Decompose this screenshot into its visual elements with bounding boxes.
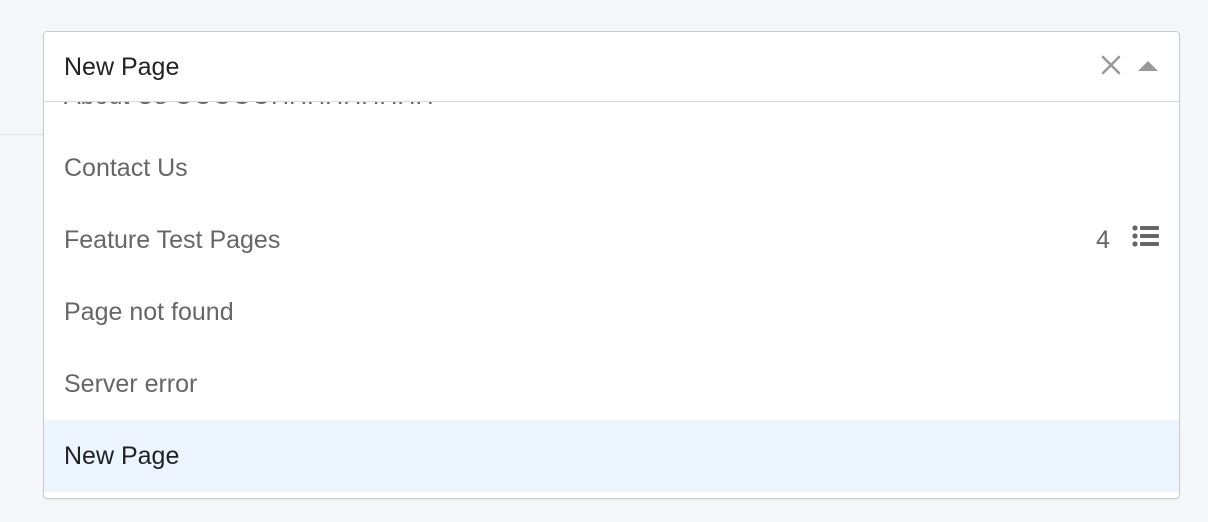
caret-up-icon[interactable]: [1136, 58, 1160, 74]
option-about-us[interactable]: About Us OOOOOHHHHHHHHH: [44, 102, 1179, 132]
option-new-page[interactable]: New Page: [44, 420, 1179, 492]
option-contact-us[interactable]: Contact Us: [44, 132, 1179, 204]
option-page-not-found[interactable]: Page not found: [44, 276, 1179, 348]
select-control[interactable]: New Page: [44, 32, 1179, 102]
option-label: Page not found: [64, 298, 234, 326]
option-label: New Page: [64, 442, 180, 470]
option-label: Feature Test Pages: [64, 226, 281, 254]
option-label: About Us OOOOOHHHHHHHHH: [64, 102, 434, 111]
list-icon[interactable]: [1132, 225, 1160, 247]
option-label: Server error: [64, 370, 198, 398]
option-feature-test-pages[interactable]: Feature Test Pages 4: [44, 204, 1179, 276]
child-count: 4: [1096, 226, 1110, 254]
background-divider: [0, 134, 44, 135]
select-menu[interactable]: About Us OOOOOHHHHHHHHH Contact Us Featu…: [44, 102, 1179, 498]
page-select[interactable]: New Page About Us OOOOOHHHHHHHHH Contact…: [43, 31, 1180, 499]
option-server-error[interactable]: Server error: [44, 348, 1179, 420]
option-label: Contact Us: [64, 154, 188, 182]
close-icon[interactable]: [1099, 53, 1123, 77]
select-value: New Page: [64, 53, 180, 81]
